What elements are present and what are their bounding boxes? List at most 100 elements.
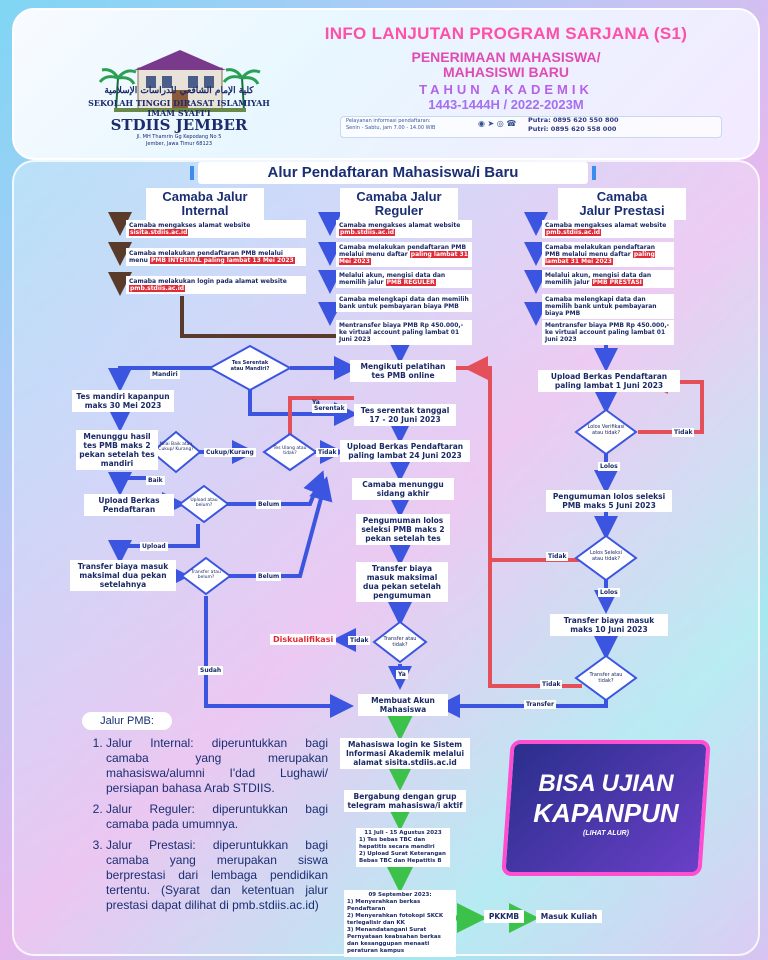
node-september: 09 September 2023: 1) Menyerahkan berkas…: [344, 890, 456, 957]
school-address: Jl. MH Thamrin Gg Kepodang No 5 Jember, …: [86, 134, 272, 148]
col-title-internal-line1: Camaba Jalur: [162, 189, 248, 204]
step-highlight: pmb.stdiis.ac.id: [129, 285, 186, 292]
node-upload-internal: Upload Berkas Pendaftaran: [84, 494, 174, 516]
whatsapp-icon: ◉: [478, 119, 485, 128]
label-ya-tes-ulang: Ya: [312, 399, 320, 406]
node-transfer-reguler: Transfer biaya masuk maksimal dua pekan …: [356, 562, 448, 602]
node-pkkmb: PKKMB: [484, 910, 524, 923]
decision-lolos-seleksi: Lolos Seleksi atau tidak?: [589, 550, 622, 562]
node-upload-prestasi: Upload Berkas Pendaftaran paling lambat …: [538, 370, 680, 392]
step-highlight: PMB INTERNAL paling lambat 13 Mei 2023: [149, 257, 295, 264]
juli-item-1: 1) Tes bebas TBC dan hepatitis secara ma…: [359, 837, 435, 850]
node-login-sistem: Mahasiswa login ke Sistem Informasi Akad…: [340, 738, 470, 769]
node-tes-mandiri: Tes mandiri kapanpun maks 30 Mei 2023: [72, 390, 174, 412]
node-masuk-kuliah: Masuk Kuliah: [536, 910, 602, 923]
col-title-prestasi-line2: Jalur Prestasi: [579, 203, 665, 218]
school-name-line2: IMAM SYAFI'I: [147, 108, 211, 118]
label-ya-transfer: Ya: [396, 670, 408, 679]
instagram-icon: ◎: [496, 119, 504, 128]
label-sudah: Sudah: [198, 666, 224, 675]
juli-item-2: 2) Upload Surat Keterangan Bebas TBC dan…: [359, 851, 446, 864]
label-tidak-verifikasi: Tidak: [672, 428, 695, 437]
telegram-icon: ➤: [487, 119, 495, 128]
label-baik: Baik: [146, 476, 165, 485]
col-title-prestasi: Camaba Jalur Prestasi: [558, 188, 686, 220]
jalur-pmb-list: Jalur Internal: diperuntukkan bagi camab…: [88, 736, 328, 919]
contact-bar: [340, 116, 722, 138]
title-decoration-left: [190, 166, 194, 180]
decision-lolos-verifikasi: Lolos Verifikasi atau tidak?: [587, 424, 625, 436]
col-title-internal: Camaba Jalur Internal: [146, 188, 264, 220]
label-belum-transfer: Belum: [256, 572, 282, 581]
step-text: Camaba melengkapi data dan memilih bank …: [339, 296, 469, 310]
col-title-prestasi-line1: Camaba: [596, 189, 648, 204]
contact-hours: Senin - Sabtu, jam 7.00 - 14.00 WIB: [346, 125, 436, 131]
phone-icon: ☎: [506, 119, 517, 128]
promo-line3: (LIHAT ALUR): [583, 830, 629, 837]
sept-title: 09 September 2023:: [368, 892, 432, 898]
address-line1: Jl. MH Thamrin Gg Kepodang No 5: [136, 134, 222, 140]
prestasi-step-1: Camaba mengakses alamat website pmb.stdi…: [542, 220, 674, 238]
step-text: Camaba mengakses alamat website: [339, 222, 461, 229]
label-tidak-transfer-prestasi: Tidak: [540, 680, 563, 689]
prestasi-step-4: Camaba melengkapi data dan memilih bank …: [542, 294, 674, 319]
reguler-step-4: Camaba melengkapi data dan memilih bank …: [336, 294, 472, 312]
step-text: Camaba melengkapi data dan memilih bank …: [545, 296, 657, 317]
step-text: Camaba mengakses alamat website: [545, 222, 667, 229]
school-name-line1: SEKOLAH TINGGI DIRASAT ISLAMIYAH: [88, 98, 270, 108]
school-brand: STDIIS JEMBER: [110, 116, 248, 134]
node-diskualifikasi: Diskualifikasi: [270, 634, 337, 645]
node-pengumuman-prestasi: Pengumuman lolos seleksi PMB maks 5 Juni…: [546, 490, 672, 512]
palm-tree-left-icon: [115, 77, 119, 111]
campus-logo-illustration: [98, 50, 261, 112]
label-upload: Upload: [140, 542, 168, 551]
step-highlight: pmb.stdiis.ac.id: [339, 229, 396, 236]
school-name: SEKOLAH TINGGI DIRASAT ISLAMIYAH IMAM SY…: [86, 98, 272, 118]
subtitle-line1: PENERIMAAN MAHASISWA/: [411, 49, 601, 65]
node-tes-serentak: Tes serentak tanggal 17 - 20 Juni 2023: [354, 404, 456, 426]
node-pelatihan: Mengikuti pelatihan tes PMB online: [350, 360, 456, 382]
label-serentak: Serentak: [312, 404, 347, 413]
palm-tree-right-icon: [241, 77, 245, 111]
contact-phones: Putra: 0895 620 550 800 Putri: 0895 620 …: [528, 116, 718, 134]
col-title-reguler: Camaba Jalur Reguler: [340, 188, 458, 220]
label-lolos-seleksi: Lolos: [598, 588, 620, 597]
node-menunggu-hasil: Menunggu hasil tes PMB maks 2 pekan sete…: [76, 430, 158, 470]
step-highlight: pmb.stdiis.ac.id: [545, 229, 602, 236]
label-tidak-tes-ulang: Tidak: [316, 448, 339, 457]
col-title-reguler-line1: Camaba Jalur: [356, 189, 442, 204]
phone-putri[interactable]: Putri: 0895 620 558 000: [528, 125, 617, 133]
step-text: Melalui akun, mengisi data dan memilih j…: [545, 272, 652, 286]
node-juli: 11 Juli - 15 Agustus 2023 1) Tes bebas T…: [356, 828, 450, 867]
title-decoration-right: [592, 166, 596, 180]
jalur-item-prestasi: Jalur Prestasi: diperuntukkan bagi camab…: [106, 838, 328, 913]
label-tidak-diskualifikasi: Tidak: [348, 636, 371, 645]
promo-line1: BISA UJIAN: [538, 770, 674, 797]
step-text: Mentransfer biaya PMB Rp 450.000,- ke vi…: [339, 322, 464, 343]
juli-title: 11 Juli - 15 Agustus 2023: [364, 830, 442, 836]
phone-putra[interactable]: Putra: 0895 620 550 800: [528, 116, 619, 124]
label-lolos-verifikasi: Lolos: [598, 462, 620, 471]
arabic-school-name: كلية الإمام الشافعي للدراسات الإسلامية: [104, 86, 254, 96]
node-upload-reguler: Upload Berkas Pendaftaran paling lambat …: [340, 440, 470, 462]
decision-tes-ulang: Tes Ulang atau tidak?: [273, 446, 307, 456]
col-title-reguler-line2: Reguler: [374, 203, 424, 218]
node-bergabung: Bergabung dengan grup telegram mahasiswa…: [344, 790, 466, 812]
decision-serentak-mandiri: Tes Serentak atau Mandiri?: [230, 360, 270, 372]
jalur-pmb-title: Jalur PMB:: [82, 712, 172, 730]
node-transfer-prestasi: Transfer biaya masuk maks 10 Juni 2023: [550, 614, 668, 636]
label-transfer-prestasi: Transfer: [524, 700, 556, 709]
diamond-transfer-tidak: [372, 620, 428, 664]
step-text: Melalui akun, mengisi data dan memilih j…: [339, 272, 446, 286]
node-membuat-akun: Membuat Akun Mahasiswa: [358, 694, 448, 716]
reguler-step-5: Mentransfer biaya PMB Rp 450.000,- ke vi…: [336, 320, 472, 345]
step-text: Camaba melakukan login pada alamat websi…: [129, 278, 287, 285]
decision-transfer-prestasi: Transfer atau tidak?: [589, 672, 623, 684]
subtitle-line2: MAHASISWI BARU: [443, 64, 569, 80]
step-highlight: sisita.stdiis.ac.id: [129, 229, 189, 236]
diamond-lolos-verifikasi: [574, 408, 638, 456]
jalur-item-internal: Jalur Internal: diperuntukkan bagi camab…: [106, 736, 328, 796]
label-tidak-seleksi: Tidak: [546, 552, 569, 561]
decision-nilai-baik: Nilai Baik atau Cukup/ Kurang?: [158, 442, 194, 452]
diamond-serentak: [207, 344, 293, 392]
